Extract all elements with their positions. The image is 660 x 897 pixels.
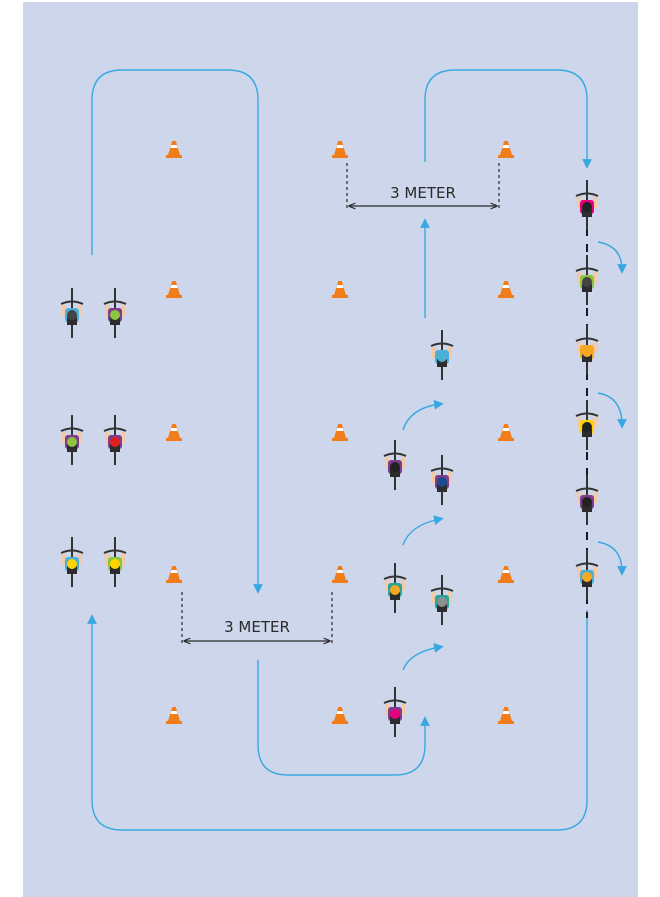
traffic-cone-icon <box>166 141 182 158</box>
traffic-cone-icon <box>166 707 182 724</box>
cyclist-topdown-icon <box>103 288 127 338</box>
traffic-cone-icon <box>166 566 182 583</box>
cyclist-topdown-icon <box>383 563 407 613</box>
route-swing-1 <box>597 241 627 274</box>
traffic-cone-icon <box>498 424 514 441</box>
measure-bottom-label: 3 METER <box>224 618 290 636</box>
cyclist-topdown-icon <box>430 330 454 380</box>
measure-top-label: 3 METER <box>390 184 456 202</box>
cones <box>166 141 514 724</box>
route-left-loop <box>91 69 263 594</box>
traffic-cone-icon <box>498 707 514 724</box>
cyclist-topdown-icon <box>575 475 599 525</box>
measure-bottom: 3 METER <box>181 592 333 643</box>
route-weave-1 <box>402 399 444 431</box>
cyclist-topdown-icon <box>60 415 84 465</box>
cyclist-topdown-icon <box>383 687 407 737</box>
cyclist-topdown-icon <box>575 325 599 375</box>
field-background <box>23 2 638 897</box>
cyclist-topdown-icon <box>60 537 84 587</box>
route-weave-2 <box>402 515 444 546</box>
traffic-cone-icon <box>332 141 348 158</box>
traffic-cone-icon <box>332 424 348 441</box>
traffic-cone-icon <box>498 566 514 583</box>
cyclist-topdown-icon <box>575 180 599 230</box>
traffic-cone-icon <box>498 141 514 158</box>
cyclist-topdown-icon <box>575 400 599 450</box>
route-top-right-loop <box>424 69 592 169</box>
route-swing-3 <box>597 541 627 576</box>
cyclist-topdown-icon <box>60 288 84 338</box>
cyclist-topdown-icon <box>103 415 127 465</box>
cyclist-topdown-icon <box>383 440 407 490</box>
riders <box>60 180 599 737</box>
route-bottom-entry <box>257 660 430 776</box>
traffic-cone-icon <box>166 424 182 441</box>
route-lines <box>87 69 627 831</box>
cyclist-topdown-icon <box>103 537 127 587</box>
cyclist-topdown-icon <box>575 550 599 600</box>
measure-top: 3 METER <box>346 163 500 208</box>
traffic-cone-icon <box>332 281 348 298</box>
traffic-cone-icon <box>498 281 514 298</box>
route-outer-return <box>87 610 588 831</box>
route-swing-2 <box>597 392 627 429</box>
route-weave-3 <box>402 643 444 671</box>
traffic-cone-icon <box>166 281 182 298</box>
cyclist-topdown-icon <box>575 255 599 305</box>
traffic-cone-icon <box>332 566 348 583</box>
cyclist-topdown-icon <box>430 455 454 505</box>
cyclist-topdown-icon <box>430 575 454 625</box>
traffic-cone-icon <box>332 707 348 724</box>
